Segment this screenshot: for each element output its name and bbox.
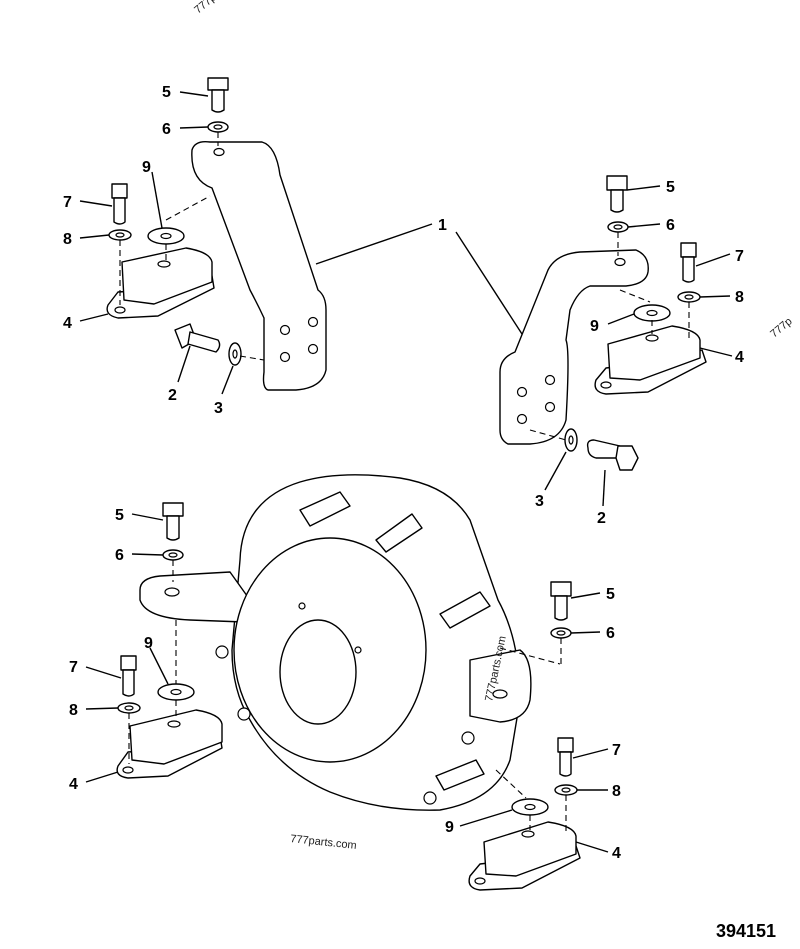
callout-9: 9 [445, 819, 454, 836]
callout-3: 3 [214, 400, 223, 417]
callout-4: 4 [735, 349, 744, 366]
bolt-icon [174, 323, 221, 353]
right-bracket [499, 249, 649, 445]
callout-6: 6 [162, 121, 171, 138]
callout-2: 2 [168, 387, 177, 404]
bolt-icon [606, 175, 628, 213]
callout-5: 5 [666, 179, 675, 196]
rubber-mount-icon [106, 247, 215, 319]
callout-9: 9 [144, 635, 153, 652]
callout-5: 5 [115, 507, 124, 524]
drawing-number: 394151 [716, 921, 776, 941]
callout-6: 6 [606, 625, 615, 642]
screw-icon [111, 183, 128, 225]
callout-4: 4 [69, 776, 78, 793]
left-bracket-assembly [106, 77, 327, 391]
callout-5: 5 [162, 84, 171, 101]
right-bracket-assembly [499, 175, 707, 471]
callout-8: 8 [735, 289, 744, 306]
rubber-mount-icon [594, 325, 707, 395]
callout-5: 5 [606, 586, 615, 603]
bolt-icon [207, 77, 229, 113]
callout-4: 4 [63, 315, 72, 332]
callout-8: 8 [63, 231, 72, 248]
callout-7: 7 [63, 194, 72, 211]
callout-2: 2 [597, 510, 606, 527]
callout-6: 6 [115, 547, 124, 564]
rubber-mount-icon [116, 709, 223, 779]
callout-9: 9 [590, 318, 599, 335]
flywheel-housing [116, 474, 581, 891]
callout-7: 7 [69, 659, 78, 676]
screw-icon [680, 242, 697, 283]
bolt-icon [162, 502, 184, 541]
callout-8: 8 [69, 702, 78, 719]
screw-icon [120, 655, 137, 697]
rubber-mount-icon [468, 821, 581, 891]
callout-6: 6 [666, 217, 675, 234]
callout-labels: 5 6 9 7 8 4 2 3 1 5 6 7 8 9 4 3 2 5 6 9 … [63, 84, 744, 862]
left-bracket [191, 140, 327, 391]
watermark: 777p [192, 0, 218, 16]
bolt-icon [586, 439, 639, 471]
screw-icon [557, 737, 574, 777]
callout-9: 9 [142, 159, 151, 176]
watermark: 777p [768, 315, 794, 340]
callout-1: 1 [438, 217, 447, 234]
bolt-icon [550, 581, 572, 621]
callout-8: 8 [612, 783, 621, 800]
callout-3: 3 [535, 493, 544, 510]
callout-7: 7 [612, 742, 621, 759]
callout-7: 7 [735, 248, 744, 265]
watermark: 777parts.com [290, 833, 358, 852]
leader-lines [79, 91, 733, 853]
callout-4: 4 [612, 845, 621, 862]
